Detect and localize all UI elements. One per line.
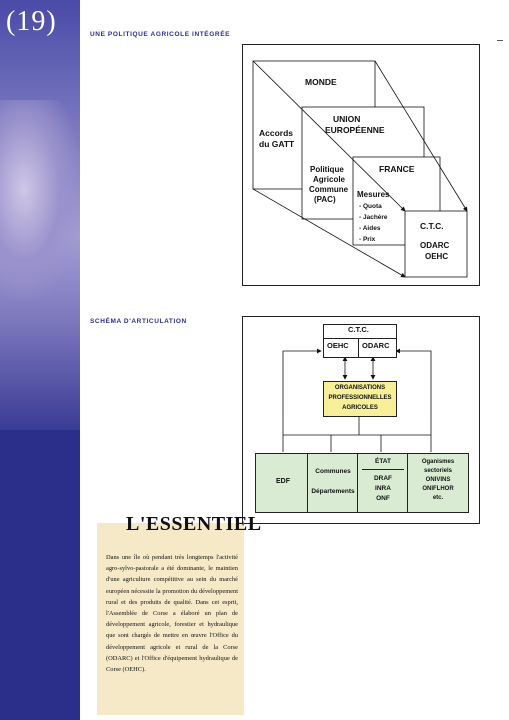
- mesure-jachere: - Jachère: [359, 214, 388, 221]
- draf-label: DRAF: [373, 475, 393, 482]
- orga-label-3: ONIVINS: [425, 477, 451, 483]
- orga-label-4: ONIFLHOR: [422, 486, 454, 492]
- org-label-1: ORGANISATIONS: [334, 385, 386, 391]
- ctc-box: C.T.C. OEHC ODARC: [323, 324, 397, 358]
- ctc2-label: C.T.C.: [348, 325, 369, 334]
- ue-label-1: UNION: [333, 114, 361, 124]
- gatt-label-2: du GATT: [259, 139, 295, 149]
- edf-box: EDF: [255, 453, 311, 513]
- monde-label: MONDE: [305, 77, 337, 87]
- pac-label-2: Agricole: [313, 175, 346, 184]
- pac-label-3: Commune: [309, 185, 349, 194]
- orga-label-5: etc.: [432, 495, 444, 501]
- org-label-2: PROFESSIONNELLES: [328, 395, 392, 401]
- integrated-policy-diagram: MONDE UNION EUROPÉENNE Accords du GATT P…: [242, 44, 480, 286]
- organismes-box: Oganismes sectoriels ONIVINS ONIFLHOR et…: [407, 453, 469, 513]
- odarc-label: ODARC: [420, 241, 450, 250]
- mesure-quota: - Quota: [359, 203, 382, 210]
- articulation-lines: [282, 348, 432, 452]
- etat-label: ÉTAT: [374, 458, 391, 465]
- section-title-integrated-policy: UNE POLITIQUE AGRICOLE INTÉGRÉE: [90, 31, 231, 38]
- portrait-face: [0, 100, 80, 300]
- communes-box: Communes Départements: [307, 453, 359, 513]
- pac-label-4: (PAC): [314, 195, 336, 204]
- ue-label-2: EUROPÉENNE: [325, 125, 385, 135]
- articulation-diagram: C.T.C. OEHC ODARC ORGANISATIONS PROFESSI…: [242, 316, 480, 524]
- mesure-prix: - Prix: [359, 236, 376, 243]
- odarc2-label: ODARC: [362, 341, 390, 350]
- pac-label-1: Politique: [310, 165, 344, 174]
- oehc-label: OEHC: [425, 252, 449, 261]
- onf-label: ONF: [376, 495, 390, 502]
- gatt-label-1: Accords: [259, 128, 294, 138]
- crop-mark: [497, 40, 503, 41]
- ctc-label: C.T.C.: [420, 221, 444, 231]
- oehc2-label: OEHC: [327, 341, 349, 350]
- orga-label-1: Oganismes: [421, 459, 455, 465]
- org-label-3: AGRICOLES: [342, 405, 378, 411]
- mesure-aides: - Aides: [359, 225, 381, 232]
- edf-label: EDF: [276, 478, 290, 485]
- inra-label: INRA: [375, 485, 391, 492]
- etat-box: ÉTAT DRAF INRA ONF: [357, 453, 409, 513]
- essentiel-title: L'ESSENTIEL: [126, 513, 262, 535]
- communes-label: Communes: [315, 468, 351, 475]
- departements-label: Départements: [311, 488, 355, 495]
- section-title-articulation: SCHÉMA D'ARTICULATION: [90, 318, 187, 325]
- mesures-label: Mesures: [357, 190, 390, 199]
- france-label: FRANCE: [379, 164, 415, 174]
- organisations-box: ORGANISATIONS PROFESSIONNELLES AGRICOLES: [323, 381, 397, 417]
- diagram-lines: [252, 60, 468, 278]
- orga-label-2: sectoriels: [423, 468, 453, 474]
- essentiel-text: Dans une île où pendant très longtemps l…: [106, 554, 238, 674]
- page-number: (19): [6, 6, 57, 37]
- essentiel-panel: [97, 523, 244, 715]
